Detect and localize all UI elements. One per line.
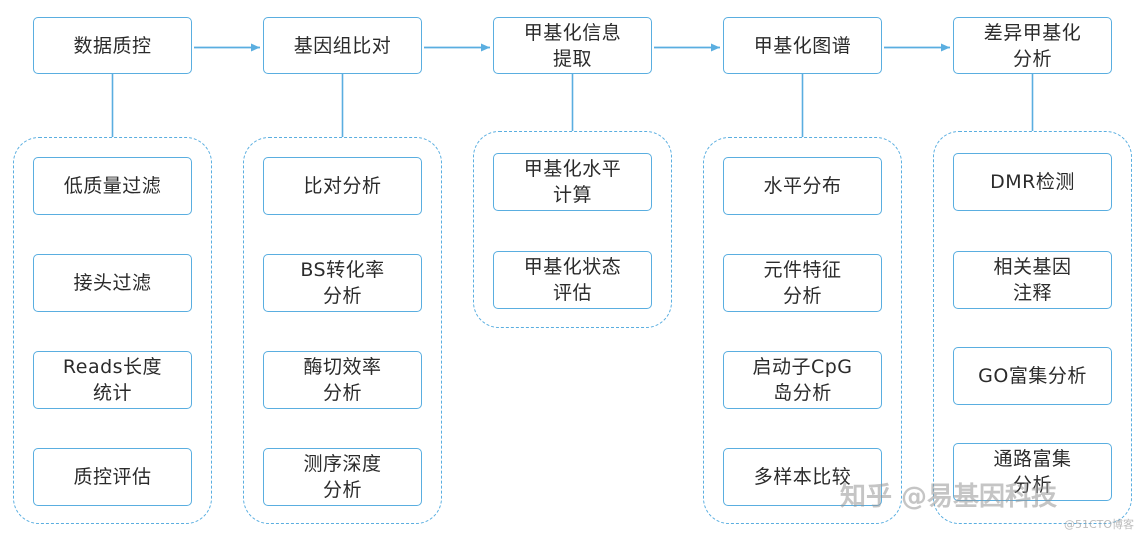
step-node: 通路富集 分析 — [953, 443, 1112, 501]
step-node: 水平分布 — [723, 157, 882, 215]
stage-group-5 — [933, 131, 1132, 524]
stage-group-1 — [13, 137, 212, 524]
watermark-text: 知乎 @易基因科技 — [840, 482, 1058, 512]
watermark-sub-text: @51CTO博客 — [1064, 518, 1135, 531]
stage-title-1: 数据质控 — [33, 17, 192, 74]
stage-title-3: 甲基化信息 提取 — [493, 17, 652, 74]
stage-group-2 — [243, 137, 442, 524]
stage-group-4 — [703, 137, 902, 524]
step-node: DMR检测 — [953, 153, 1112, 211]
step-node: 甲基化水平 计算 — [493, 153, 652, 211]
step-node: GO富集分析 — [953, 347, 1112, 405]
step-node: 元件特征 分析 — [723, 254, 882, 312]
stage-group-3 — [473, 131, 672, 328]
step-node: 接头过滤 — [33, 254, 192, 312]
step-node: 质控评估 — [33, 448, 192, 506]
step-node: 甲基化状态 评估 — [493, 251, 652, 309]
step-node: Reads长度 统计 — [33, 351, 192, 409]
stage-title-2: 基因组比对 — [263, 17, 422, 74]
step-node: 比对分析 — [263, 157, 422, 215]
step-node: 多样本比较 — [723, 448, 882, 506]
step-node: 启动子CpG 岛分析 — [723, 351, 882, 409]
step-node: 相关基因 注释 — [953, 251, 1112, 309]
step-node: BS转化率 分析 — [263, 254, 422, 312]
stage-title-4: 甲基化图谱 — [723, 17, 882, 74]
step-node: 酶切效率 分析 — [263, 351, 422, 409]
step-node: 低质量过滤 — [33, 157, 192, 215]
stage-title-5: 差异甲基化 分析 — [953, 17, 1112, 74]
step-node: 测序深度 分析 — [263, 448, 422, 506]
